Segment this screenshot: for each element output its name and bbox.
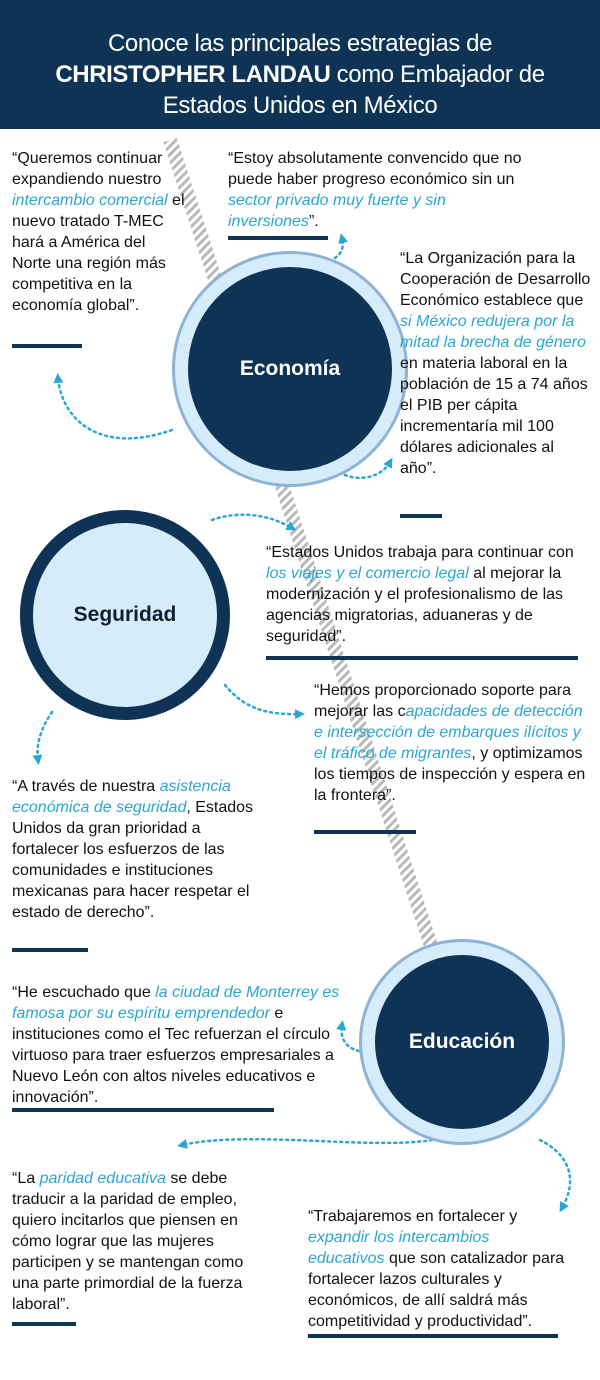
quote-underline [400,514,442,518]
economia-label: Economía [239,357,341,380]
quote-monterrey: “He escuchado que la ciudad de Monterrey… [12,984,340,1106]
quote-underline [12,344,82,348]
quote-paridad-educativa: “La paridad educativa se debe traducir a… [12,1170,244,1313]
arrow-educacion-left-up [336,1020,367,1054]
quote-underline [266,656,578,660]
header-line-2: CHRISTOPHER LANDAU como Embajador de [0,59,600,90]
quote-underline [314,830,416,834]
quote-underline [12,1108,274,1112]
seguridad-circle: Seguridad [20,510,230,720]
arrow-seguridad-right [210,513,297,531]
quote-brecha-genero: “La Organización para la Cooperación de … [400,250,591,477]
header-banner: Conoce las principales estrategias de CH… [0,0,600,129]
quote-viajes-comercio: “Estados Unidos trabaja para continuar c… [266,544,574,645]
arrow-economia-up-left [53,373,174,440]
seguridad-label: Seguridad [73,603,177,626]
economia-circle: Economía [175,254,405,484]
quote-intercambio-comercial: “Queremos continuar expandiendo nuestro … [12,150,185,314]
quote-capacidades-deteccion: “Hemos proporcionado soporte para mejora… [314,682,586,804]
arrow-seguridad-left-down [32,710,54,765]
header-line-3: Estados Unidos en México [162,92,438,119]
header-line-2-rest: como Embajador de [330,61,545,88]
educacion-label: Educación [408,1030,516,1053]
quote-underline [12,1322,76,1326]
quote-underline [228,236,328,240]
header-line-1: Conoce las principales estrategias de [107,30,493,57]
quote-underline [308,1334,558,1338]
header-name: CHRISTOPHER LANDAU [55,61,331,88]
quote-intercambios-educativos: “Trabajaremos en fortalecer y expandir l… [308,1208,565,1330]
arrow-educacion-left-down [177,1137,434,1149]
arrow-educacion-right-down [538,1138,572,1213]
quote-underline [12,948,88,952]
arrow-seguridad-down-right [223,683,305,720]
quote-asistencia-seguridad: “A través de nuestra asistencia económic… [12,778,254,921]
educacion-circle: Educación [362,942,562,1142]
quote-sector-privado: “Estoy absolutamente convencido que no p… [228,150,522,230]
